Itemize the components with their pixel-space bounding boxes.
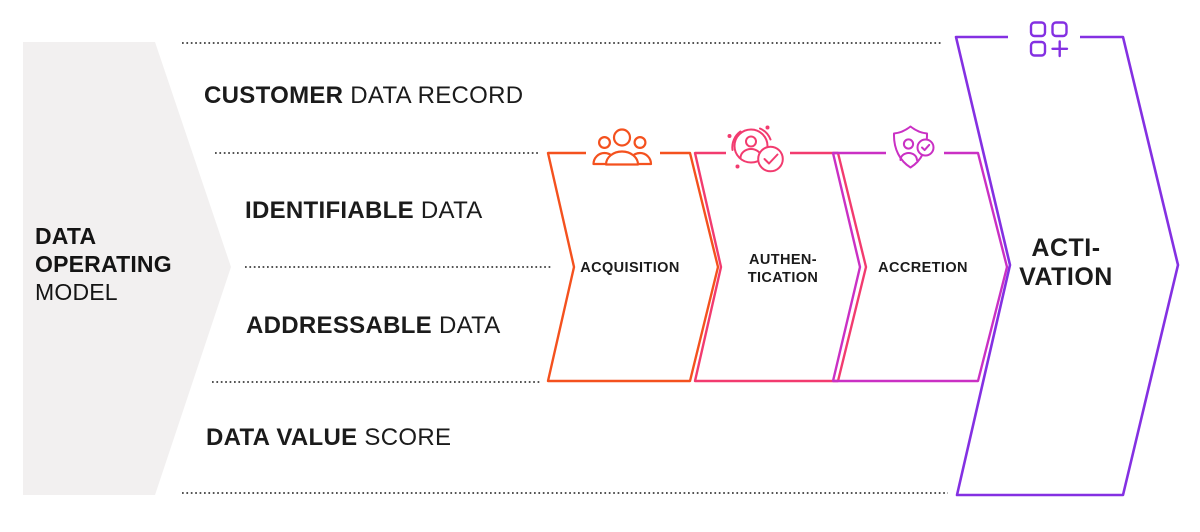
row-label-bold: IDENTIFIABLE [245,197,414,224]
row-label-rest: DATA [431,312,501,339]
row-customer-data-record: CUSTOMER DATA RECORD [204,82,523,110]
people-group-icon [594,130,652,165]
shield-user-icon [894,127,934,168]
stage-label-acquisition: ACQUISITION [580,260,680,276]
row-addressable-data: ADDRESSABLE DATA [246,312,501,340]
stage-label-activation: ACTI- VATION [1019,234,1113,291]
model-title-line3: MODEL [35,279,118,305]
row-identifiable-data: IDENTIFIABLE DATA [245,197,483,225]
stage-label-authentication: AUTHEN- TICATION [747,252,819,286]
model-arrow-shape [23,42,231,495]
row-label-bold: CUSTOMER [204,82,344,109]
row-label-rest: DATA RECORD [343,82,524,109]
stage-acquisition-shape [548,130,718,382]
row-label-rest: SCORE [357,424,452,451]
stage-label-accretion: ACCRETION [878,260,968,276]
stage-accretion-shape [833,127,1007,382]
apps-plus-icon [1031,23,1067,57]
stage-activation-shape [956,23,1178,496]
row-label-bold: ADDRESSABLE [246,312,432,339]
model-title-line1: DATA [35,223,97,249]
row-label-rest: DATA [413,197,483,224]
model-title: DATA OPERATING MODEL [35,222,172,306]
row-label-bold: DATA VALUE [206,424,358,451]
row-data-value-score: DATA VALUE SCORE [206,424,451,452]
dotted-lines [182,42,948,494]
identity-check-icon [729,127,783,172]
model-title-line2: OPERATING [35,251,172,277]
